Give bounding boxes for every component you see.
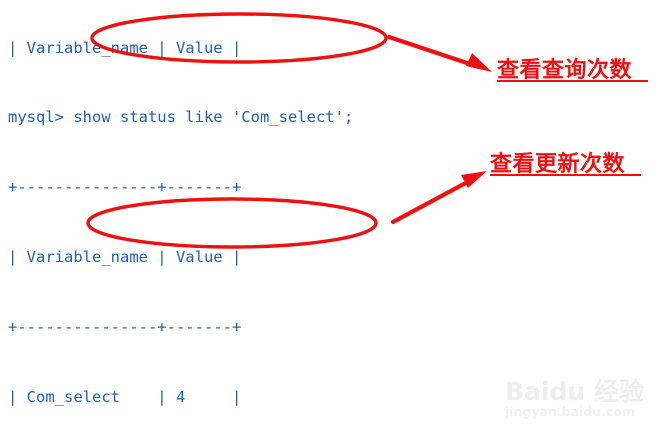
annotation-label-query-count: 查看查询次数	[497, 58, 633, 83]
baidu-watermark: Baidu 经验 jingyan.baidu.com	[505, 378, 665, 426]
terminal-table-row-1: | Com_select | 4 |	[8, 388, 242, 407]
annotation-label-update-count: 查看更新次数	[490, 152, 626, 177]
watermark-url: jingyan.baidu.com	[505, 404, 635, 419]
terminal-table-separator: +---------------+-------+	[8, 178, 242, 197]
terminal-table-header-1: | Variable_name | Value |	[8, 248, 242, 267]
watermark-brand: Baidu 经验	[505, 377, 644, 406]
terminal-line-cut-top: | Variable_name | Value |	[8, 38, 242, 57]
mysql-terminal-output[interactable]: | Variable_name | Value | mysql> show st…	[8, 0, 468, 434]
terminal-command-line-1: mysql> show status like 'Com_select';	[8, 108, 354, 127]
terminal-table-separator: +---------------+-------+	[8, 318, 242, 337]
